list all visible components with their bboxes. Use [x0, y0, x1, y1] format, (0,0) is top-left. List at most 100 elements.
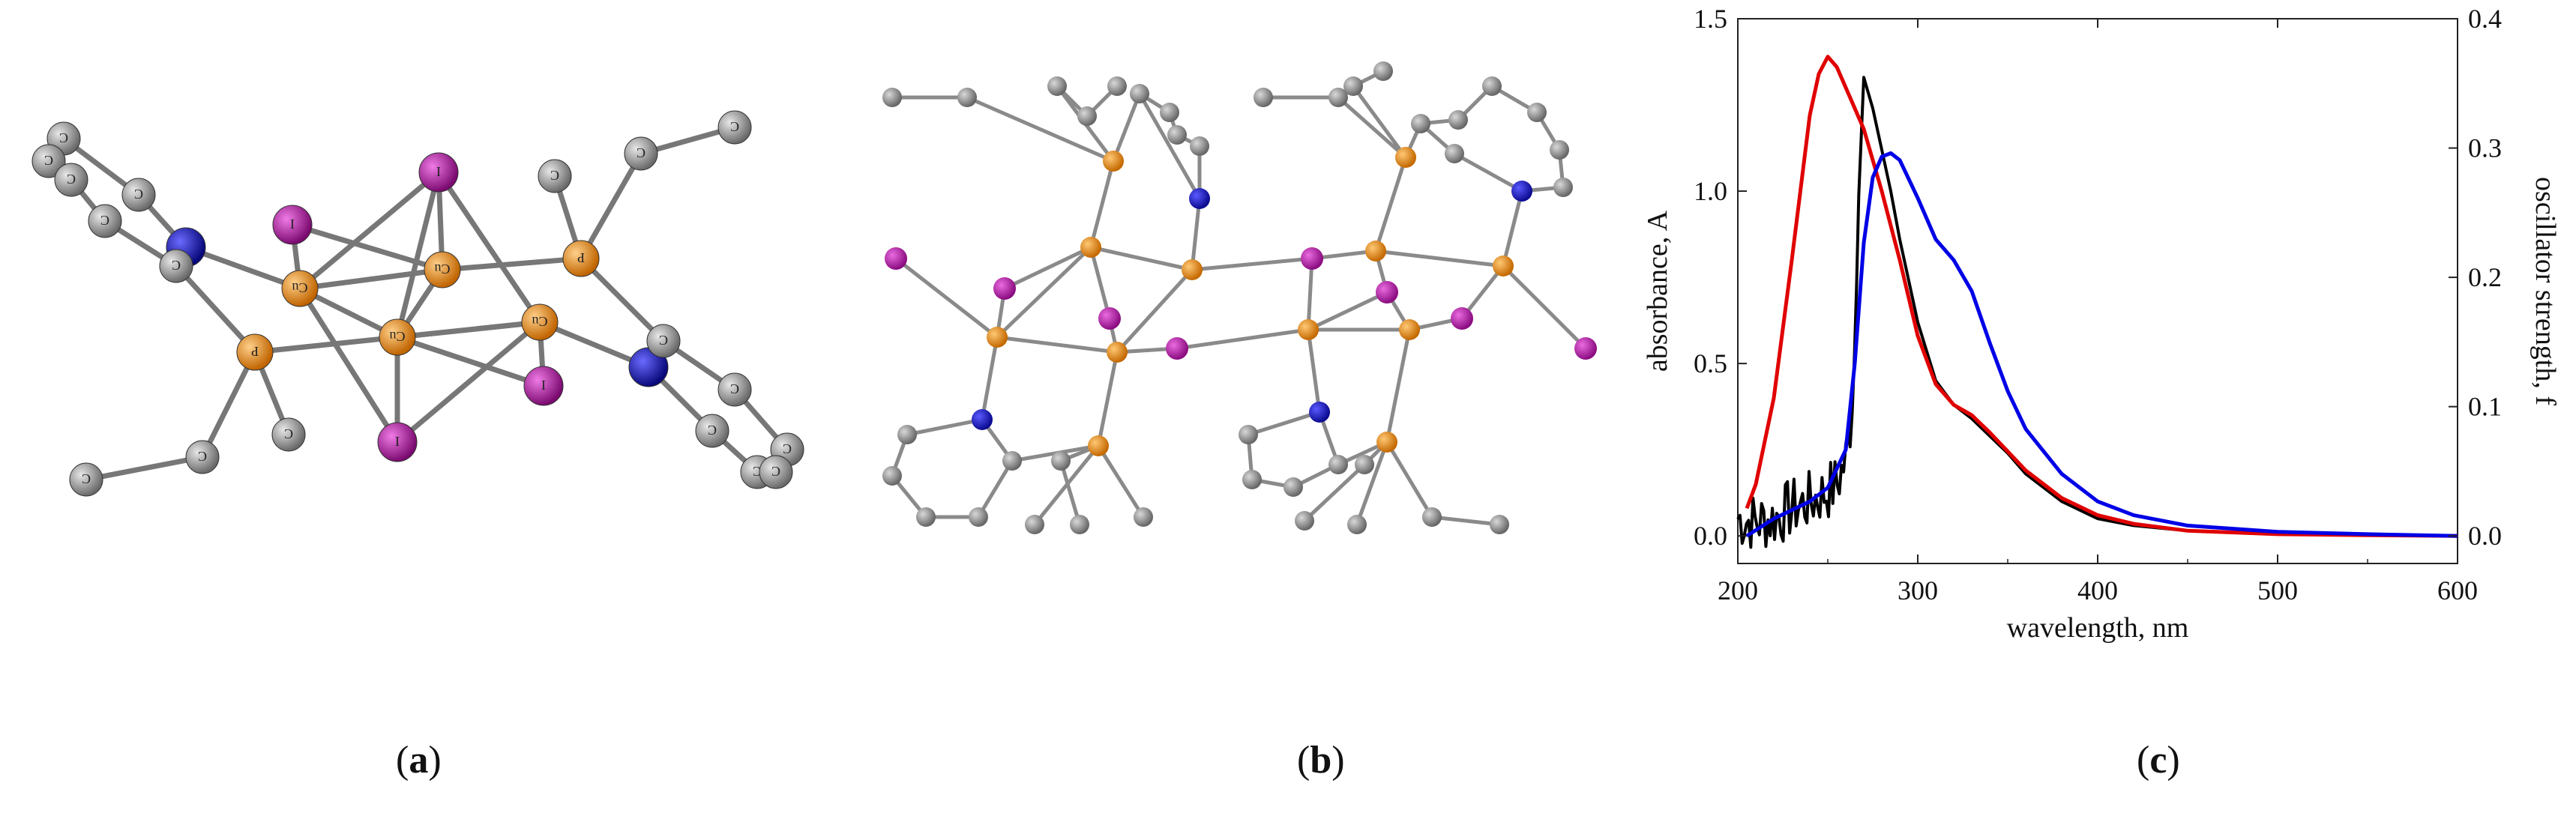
atom-b-b17	[1070, 515, 1089, 534]
bond-a-1	[297, 169, 442, 291]
bond-b-21	[1373, 249, 1505, 268]
atom-a-label-cuRight: Cu	[532, 314, 547, 329]
bond-b-41	[905, 417, 984, 437]
y-left-tick-label-0: 0.0	[1694, 521, 1727, 551]
atom-b-iE	[1301, 247, 1323, 270]
atom-b-nB	[1189, 188, 1210, 209]
molecule-b-figure	[882, 61, 1597, 534]
atom-a-cuMid: Cu	[379, 318, 416, 356]
bond-a-20	[199, 349, 258, 460]
series-line-0	[1736, 76, 2458, 549]
atom-a-label-c8: C	[82, 471, 91, 486]
atom-a-label-c12: C	[550, 168, 559, 183]
bond-a-3	[436, 169, 543, 325]
atom-a-c6: C	[54, 163, 88, 197]
series-layer	[1736, 55, 2458, 549]
bond-a-16	[439, 256, 584, 273]
atom-a-c11: C	[624, 136, 658, 171]
bond-b-74	[1385, 440, 1434, 519]
atom-a-c5: C	[121, 178, 156, 212]
atom-a-label-c3: C	[100, 213, 109, 228]
atom-b-b2	[957, 88, 977, 107]
atom-a-pR: P	[562, 240, 600, 277]
atom-b-b27	[1527, 103, 1547, 122]
atom-a-iBot: I	[377, 422, 418, 462]
atom-b-b21	[1343, 76, 1363, 96]
panel-label-c: (c)	[2137, 739, 2180, 782]
atom-b-b18	[1134, 507, 1153, 527]
atom-a-iTop: I	[418, 152, 459, 193]
bond-b-6	[1089, 159, 1116, 250]
atom-a-c14: C	[717, 372, 752, 407]
bond-b-20	[1373, 155, 1408, 253]
bond-a-30	[578, 151, 644, 262]
atom-b-b6	[1130, 84, 1149, 103]
bond-b-33	[1111, 91, 1142, 163]
bond-b-13	[1190, 196, 1202, 272]
atom-b-cuE	[1298, 319, 1319, 340]
atom-a-pL: P	[236, 333, 274, 371]
bond-b-75	[1430, 515, 1502, 527]
atom-b-iC	[1098, 307, 1121, 330]
atom-b-b38	[1490, 515, 1509, 534]
bond-a-33	[578, 256, 666, 344]
atom-b-b9	[1167, 125, 1187, 145]
atom-a-label-c1: C	[59, 130, 68, 145]
bond-b-16	[1306, 256, 1314, 332]
atom-b-b32	[1284, 477, 1303, 497]
atom-b-iH	[1574, 337, 1597, 360]
bond-b-52	[1336, 95, 1408, 160]
atom-a-c9: C	[271, 417, 306, 452]
x-tick-label-3: 500	[2257, 575, 2298, 605]
atom-b-b22	[1373, 61, 1393, 81]
atom-a-c4: C	[159, 249, 193, 283]
atom-a-cuRight: Cu	[521, 303, 559, 341]
atom-b-b3	[1047, 76, 1067, 96]
atom-b-b11	[882, 466, 902, 486]
atom-b-b19	[1254, 88, 1273, 107]
bond-b-25	[1385, 327, 1412, 444]
atom-a-c7: C	[185, 440, 220, 474]
panel-label-a: (a)	[396, 739, 442, 782]
atom-b-b26	[1482, 76, 1502, 96]
atom-b-b7	[1160, 103, 1179, 122]
atom-b-b35	[1347, 515, 1367, 534]
x-tick-label-1: 300	[1898, 575, 1938, 605]
atom-a-label-pL: P	[251, 344, 259, 359]
atom-a-c3: C	[88, 204, 122, 238]
bond-b-0	[894, 256, 999, 339]
atom-a-label-c2: C	[44, 153, 53, 168]
y-right-tick-label-2: 0.2	[2468, 262, 2502, 292]
bond-b-11	[1115, 268, 1194, 354]
bond-b-14	[1190, 256, 1314, 272]
y-right-tick-label-1: 0.1	[2468, 392, 2502, 422]
atom-b-b16	[1025, 515, 1044, 534]
atom-b-iG	[1451, 307, 1473, 330]
atom-b-b14	[1002, 451, 1022, 471]
bond-b-54	[1351, 84, 1408, 160]
atom-a-label-c10: C	[730, 119, 739, 134]
bond-a-11	[297, 267, 445, 291]
bond-b-64	[1452, 151, 1524, 193]
atom-a-c10: C	[717, 110, 752, 145]
atom-b-b23	[1411, 114, 1430, 133]
atom-b-pTop1	[1103, 151, 1124, 172]
molecule-b-atoms	[882, 61, 1597, 534]
atom-a-c18: C	[759, 455, 793, 489]
atom-a-label-c15: C	[708, 423, 717, 438]
bond-a-22	[83, 454, 205, 483]
y-axis-right-label: oscillator strength, f	[2530, 177, 2561, 405]
bond-b-50	[1059, 459, 1082, 527]
bond-b-5	[1089, 245, 1112, 321]
y-left-tick-label-3: 1.5	[1694, 4, 1727, 34]
atom-b-b5	[1107, 76, 1127, 96]
atom-b-b29	[1553, 178, 1573, 197]
bond-a-5	[289, 222, 445, 273]
atom-a-iRight: I	[523, 366, 564, 406]
bond-b-30	[965, 95, 1116, 163]
molecule-b-bonds	[890, 69, 1588, 527]
molecule-a-bonds	[46, 124, 790, 483]
